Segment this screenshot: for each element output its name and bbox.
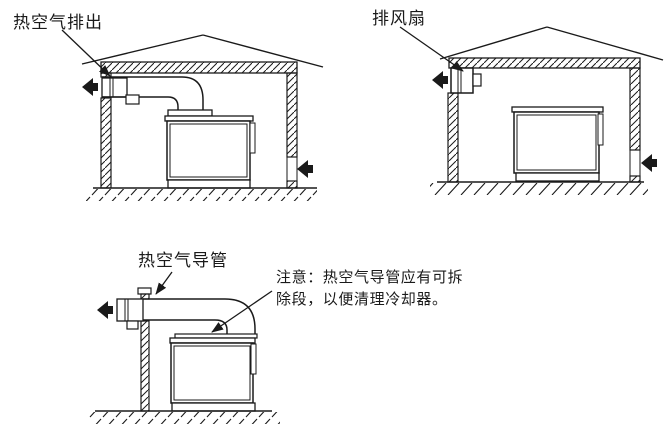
right-wall — [629, 67, 641, 183]
exhaust-fan-leader-arrow — [399, 26, 464, 72]
ground — [86, 187, 317, 201]
duct-wall-flange — [101, 77, 128, 98]
note-line-1: 注意：热空气导管应有可拆 — [276, 270, 464, 286]
hot-air-duct — [116, 298, 258, 339]
ground — [430, 181, 648, 195]
generator-box — [164, 115, 256, 189]
generator-box — [511, 106, 604, 182]
hot-air-duct-label: 热空气导管 — [138, 251, 228, 270]
duct-bracket — [126, 320, 139, 330]
hot-air-exhaust-leader-arrow — [61, 29, 111, 77]
roof — [439, 26, 664, 61]
air-inlet-opening — [629, 150, 641, 176]
panel-latch — [250, 343, 257, 375]
left-wall — [447, 92, 459, 183]
duct-bracket — [125, 94, 140, 105]
exhaust-fan-unit — [450, 67, 482, 94]
panel-latch — [597, 113, 604, 146]
duct-service-note: 注意：热空气导管应有可拆 除段，以便清理冷却器。 — [276, 267, 463, 311]
note-leader-arrow — [211, 290, 273, 333]
hot-air-duct-leader-arrow — [155, 271, 173, 295]
airflow-in-arrow-icon — [641, 154, 657, 172]
exhaust-fan-label: 排风扇 — [372, 9, 426, 28]
airflow-out-arrow-icon — [97, 301, 113, 319]
wall-cap — [137, 287, 152, 295]
duct-collar — [167, 109, 213, 117]
airflow-out-arrow-icon — [82, 78, 98, 96]
duct-wall-flange — [116, 298, 144, 322]
exhaust-duct — [101, 76, 213, 117]
generator-base — [167, 179, 251, 189]
generator-base — [171, 402, 256, 412]
panel-latch — [249, 122, 256, 154]
air-inlet-opening — [286, 157, 298, 181]
generator-box — [169, 337, 257, 412]
right-wall — [286, 72, 298, 189]
airflow-out-arrow-icon — [432, 71, 448, 89]
ground — [89, 410, 280, 424]
airflow-in-arrow-icon — [297, 160, 313, 178]
generator-base — [515, 172, 600, 182]
duct-detail-diagram — [89, 271, 280, 424]
ceiling — [448, 57, 641, 69]
roof — [81, 34, 324, 68]
hot-air-exhaust-label: 热空气排出 — [13, 13, 103, 32]
note-line-2: 除段，以便清理冷却器。 — [276, 292, 448, 308]
fan-motor — [472, 73, 482, 87]
room-with-fan-diagram — [399, 26, 664, 195]
ceiling — [100, 61, 298, 74]
room-with-duct-diagram — [61, 29, 324, 201]
